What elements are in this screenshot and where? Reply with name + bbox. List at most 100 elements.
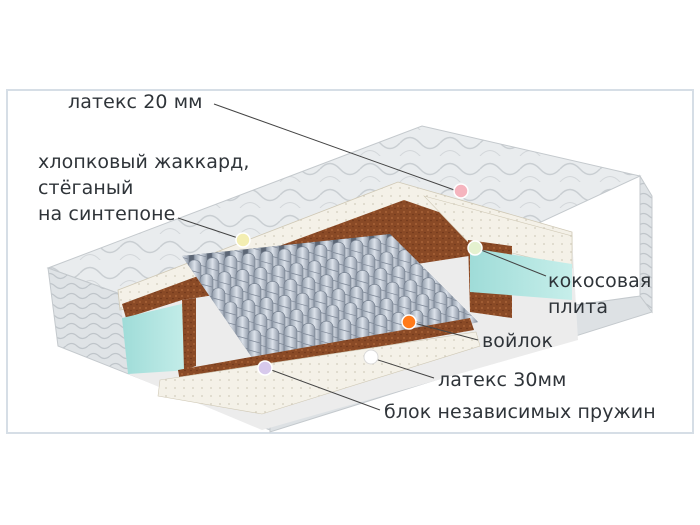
spring-coil-turn — [266, 291, 279, 295]
spring-coil-turn — [260, 307, 273, 311]
marker-latex30 — [363, 349, 379, 365]
spring-coil-turn — [320, 330, 333, 335]
spring-coil-turn — [338, 282, 351, 286]
spring-coil-turn — [266, 347, 279, 352]
label-latex20: латекс 20 мм — [68, 91, 203, 113]
label-felt: войлок — [482, 330, 554, 352]
bottom-latex-layer — [157, 331, 481, 415]
spring-coil-turn — [410, 273, 423, 278]
marker-cotton — [235, 232, 251, 248]
leader-lines — [177, 103, 547, 411]
leader-latex30 — [371, 357, 435, 379]
left-cyan-block — [122, 302, 190, 374]
spring-coil-turn — [272, 321, 285, 325]
spring-coil-turn — [296, 256, 309, 261]
spring-coil-turn — [248, 339, 261, 344]
diagram-frame — [6, 89, 694, 434]
spring-coil-turn — [404, 289, 417, 294]
spring-coil-turn — [254, 277, 267, 281]
leader-latex20 — [213, 103, 461, 193]
spring-coil-turn — [296, 302, 309, 307]
spring-coil-turn — [248, 293, 261, 297]
spring-coil-turn — [200, 283, 213, 288]
spring-coil-turn — [290, 272, 303, 277]
spring-coil-turn — [374, 324, 387, 328]
spring-coil-turn — [236, 279, 249, 283]
spring-coil-turn — [242, 263, 255, 267]
label-cotton-line3: на синтепоне — [38, 203, 176, 225]
spring-coil-turn — [314, 254, 327, 258]
spring-coil-turn — [368, 247, 381, 252]
marker-felt — [401, 314, 417, 330]
spring-coil-turn — [236, 335, 249, 340]
label-latex30: латекс 30мм — [438, 369, 567, 391]
spring-coil-turn — [356, 280, 369, 284]
spring-coil-turn — [266, 337, 279, 342]
spring-coil-turn — [380, 308, 393, 312]
spring-coil-turn — [368, 294, 381, 298]
spring-coil-turn — [230, 295, 243, 300]
spring-coil-turn — [254, 323, 267, 328]
spring-coil-turn — [284, 288, 297, 293]
spring-coil-turn — [398, 259, 411, 264]
spring-coil-turn — [218, 281, 231, 286]
spring-coil-turn — [284, 335, 297, 339]
spring-coil-turn — [206, 267, 219, 272]
spring-coil-turn — [272, 274, 285, 279]
spring-coil-turn — [392, 275, 405, 280]
spring-coil-turn — [332, 298, 345, 303]
spring-coil-turn — [434, 301, 447, 306]
spring-coil-turn — [314, 300, 327, 305]
label-springs: блок независимых пружин — [384, 401, 656, 423]
spring-coil-turn — [422, 287, 435, 292]
label-cotton-line1: хлопковый жаккард, — [38, 151, 250, 173]
spring-coil-turn — [290, 319, 303, 323]
leader-felt — [409, 321, 479, 341]
spring-coil-turn — [302, 286, 315, 291]
spring-coil-turn — [302, 333, 315, 337]
spring-coil-turn — [344, 266, 357, 270]
marker-coconut — [467, 240, 483, 256]
spring-coil-turn — [278, 305, 291, 309]
spring-coil-turn — [428, 317, 441, 322]
spring-coil-turn — [374, 277, 387, 282]
spring-coil-turn — [308, 270, 321, 275]
spring-coil-turn — [248, 349, 261, 354]
label-cotton-line2: стёганый — [38, 177, 134, 199]
left-coconut-strip — [182, 298, 196, 370]
spring-coil-turn — [362, 310, 375, 314]
leader-coconut — [475, 247, 547, 277]
spring-coil-turn — [284, 345, 297, 349]
spring-coil-turn — [344, 312, 357, 317]
marker-latex20 — [453, 183, 469, 199]
label-coconut-line1: кокосовая — [548, 270, 652, 292]
spring-coil-turn — [380, 261, 393, 266]
spring-coil-turn — [362, 263, 375, 268]
spring-coil-turn — [326, 314, 339, 319]
spring-coil-turn — [224, 311, 237, 316]
right-cyan-block — [470, 248, 572, 300]
spring-coil-turn — [236, 325, 249, 330]
spring-coil-turn — [386, 245, 399, 250]
spring-coil-turn — [308, 316, 321, 321]
spring-coil-turn — [386, 291, 399, 296]
leader-springs — [265, 367, 381, 411]
spring-coil-turn — [224, 265, 237, 269]
spring-coil-turn — [446, 315, 459, 320]
spring-coil-turn — [356, 326, 369, 331]
spring-coil-turn — [260, 260, 273, 265]
spring-coil-turn — [242, 309, 255, 314]
marker-springs — [257, 360, 273, 376]
spring-coil-turn — [332, 252, 345, 256]
spring-coil-turn — [398, 305, 411, 310]
spring-coil-turn — [350, 296, 363, 300]
leader-cotton — [177, 217, 245, 241]
label-coconut-line2: плита — [548, 296, 609, 318]
spring-coil-turn — [212, 297, 225, 302]
spring-coil-turn — [338, 328, 351, 333]
spring-coil-turn — [350, 249, 363, 254]
spring-coil-turn — [416, 303, 429, 308]
spring-coil-turn — [320, 284, 333, 289]
